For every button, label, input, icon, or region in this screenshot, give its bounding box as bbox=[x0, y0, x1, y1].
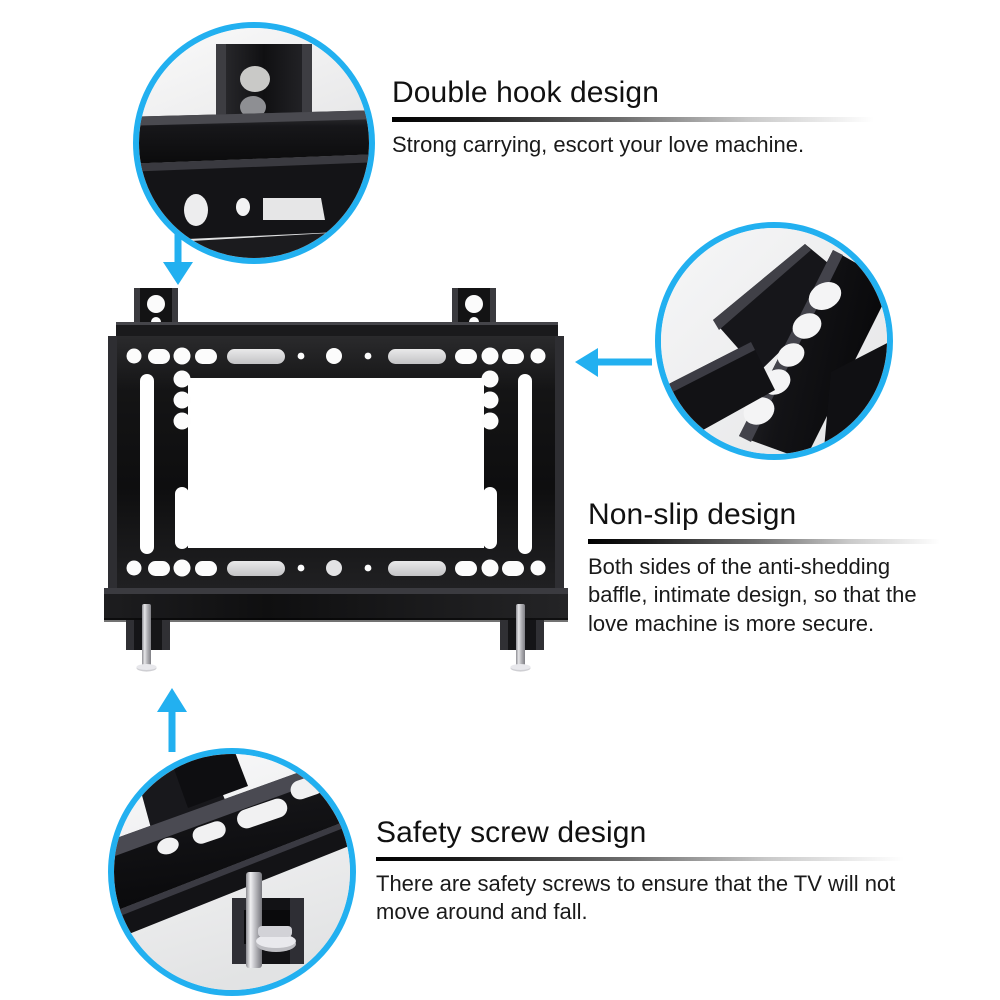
feature-non-slip: Non-slip design Both sides of the anti-s… bbox=[588, 498, 948, 638]
connector-arrow-up bbox=[157, 688, 187, 752]
hole bbox=[481, 370, 499, 388]
slot bbox=[388, 561, 446, 576]
slot bbox=[140, 374, 154, 554]
mount-frame-plate bbox=[108, 336, 564, 588]
hole bbox=[364, 564, 372, 572]
slot bbox=[502, 561, 524, 576]
hole bbox=[364, 352, 372, 360]
feature-body: Strong carrying, escort your love machin… bbox=[392, 131, 805, 157]
hole bbox=[297, 564, 305, 572]
feature-body: There are safety screws to ensure that t… bbox=[376, 870, 896, 925]
slot bbox=[518, 374, 532, 554]
top-lip-highlight bbox=[116, 322, 558, 325]
hole bbox=[173, 559, 191, 577]
feature-double-hook: Double hook design Strong carrying, esco… bbox=[392, 76, 892, 159]
hole bbox=[326, 560, 342, 576]
connector-arrow-left bbox=[575, 348, 652, 377]
slot bbox=[455, 349, 477, 364]
product-image-tv-wall-mount bbox=[96, 282, 576, 682]
hole bbox=[481, 412, 499, 430]
product-svg bbox=[104, 288, 568, 672]
safety-screw-right bbox=[500, 604, 544, 672]
hole bbox=[326, 348, 342, 364]
safety-screw-left bbox=[126, 604, 170, 672]
hole bbox=[126, 560, 142, 576]
hole bbox=[481, 559, 499, 577]
feature-title: Safety screw design bbox=[376, 816, 647, 849]
feature-divider bbox=[588, 538, 940, 544]
hole bbox=[173, 391, 191, 409]
feature-safety-screw: Safety screw design There are safety scr… bbox=[376, 816, 921, 927]
slot bbox=[227, 561, 285, 576]
hole bbox=[297, 352, 305, 360]
hole bbox=[173, 370, 191, 388]
slot bbox=[175, 487, 189, 549]
hole bbox=[530, 560, 546, 576]
hole bbox=[173, 347, 191, 365]
feature-body: Both sides of the anti-shedding baffle, … bbox=[588, 553, 917, 636]
feature-divider bbox=[392, 116, 874, 122]
feature-title: Non-slip design bbox=[588, 498, 797, 531]
connector-arrow-down bbox=[163, 232, 193, 285]
hole bbox=[481, 347, 499, 365]
hole bbox=[530, 348, 546, 364]
slot bbox=[195, 349, 217, 364]
slot bbox=[227, 349, 285, 364]
slot bbox=[148, 561, 170, 576]
slot bbox=[455, 561, 477, 576]
feature-title: Double hook design bbox=[392, 76, 659, 109]
slot bbox=[388, 349, 446, 364]
slot bbox=[483, 487, 497, 549]
callout-safety-screw bbox=[108, 748, 356, 996]
screw-closeup-photo bbox=[114, 754, 350, 990]
feature-divider bbox=[376, 856, 904, 861]
hole bbox=[173, 412, 191, 430]
top-back-lip bbox=[116, 322, 558, 336]
slot bbox=[195, 561, 217, 576]
slot bbox=[502, 349, 524, 364]
hole bbox=[126, 348, 142, 364]
bottom-baffle bbox=[104, 588, 568, 622]
slot bbox=[148, 349, 170, 364]
hole bbox=[481, 391, 499, 409]
